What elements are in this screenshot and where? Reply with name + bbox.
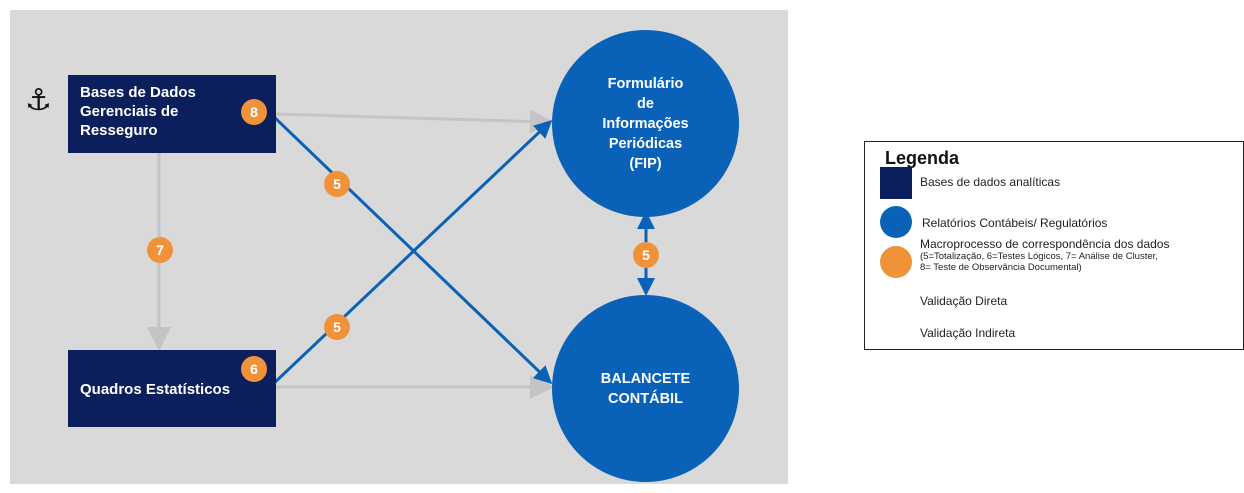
badge-quadros: 6 <box>241 356 267 382</box>
balancete-label-line: CONTÁBIL <box>608 390 683 407</box>
legend-navy-square-icon <box>880 167 912 199</box>
legend-item-detail: (5=Totalização, 6=Testes Lógicos, 7= Aná… <box>920 251 1158 262</box>
badge-bases: 8 <box>241 99 267 125</box>
badge-reports-link: 5 <box>633 242 659 268</box>
circle-balancete: BALANCETE CONTÁBIL <box>552 295 739 482</box>
balancete-label-line: BALANCETE <box>600 370 691 387</box>
direct-arrow-bases-to-balancete <box>270 113 553 385</box>
legend-item-label: Validação Direta <box>920 294 1008 308</box>
legend-blue-circle-icon <box>880 206 912 238</box>
legend-title: Legenda <box>885 148 960 168</box>
legend-item-label: Macroprocesso de correspondência dos dad… <box>920 237 1170 251</box>
fip-label-line: Formulário <box>607 75 684 92</box>
circle-fip: Formulário de Informações Periódicas (FI… <box>552 30 739 217</box>
fip-label-line: de <box>637 95 654 112</box>
badge-cross-lower: 5 <box>324 314 350 340</box>
legend-box: Legenda Bases de dados analíticas Relató… <box>864 141 1244 350</box>
box-bases-label: Bases de Dados Gerenciais de Resseguro <box>80 84 196 139</box>
direct-arrow-quadros-to-fip <box>270 119 553 387</box>
legend-item-detail: 8= Teste de Observância Documental) <box>920 262 1082 273</box>
badge-vertical: 7 <box>147 237 173 263</box>
fip-label-line: Informações <box>602 115 689 132</box>
badge-cross-upper: 5 <box>324 171 350 197</box>
legend-item-label: Bases de dados analíticas <box>920 175 1061 189</box>
indirect-arrow-bases-to-fip <box>275 109 554 134</box>
fip-label-line: (FIP) <box>629 155 662 172</box>
legend-item-label: Validação Indireta <box>920 326 1016 340</box>
legend-orange-circle-icon <box>880 246 912 278</box>
legend-item-label: Relatórios Contábeis/ Regulatórios <box>922 216 1108 230</box>
box-quadros-label: Quadros Estatísticos <box>80 381 231 398</box>
anchor-icon: ⚓ <box>25 83 52 118</box>
fip-label-line: Periódicas <box>608 135 683 152</box>
